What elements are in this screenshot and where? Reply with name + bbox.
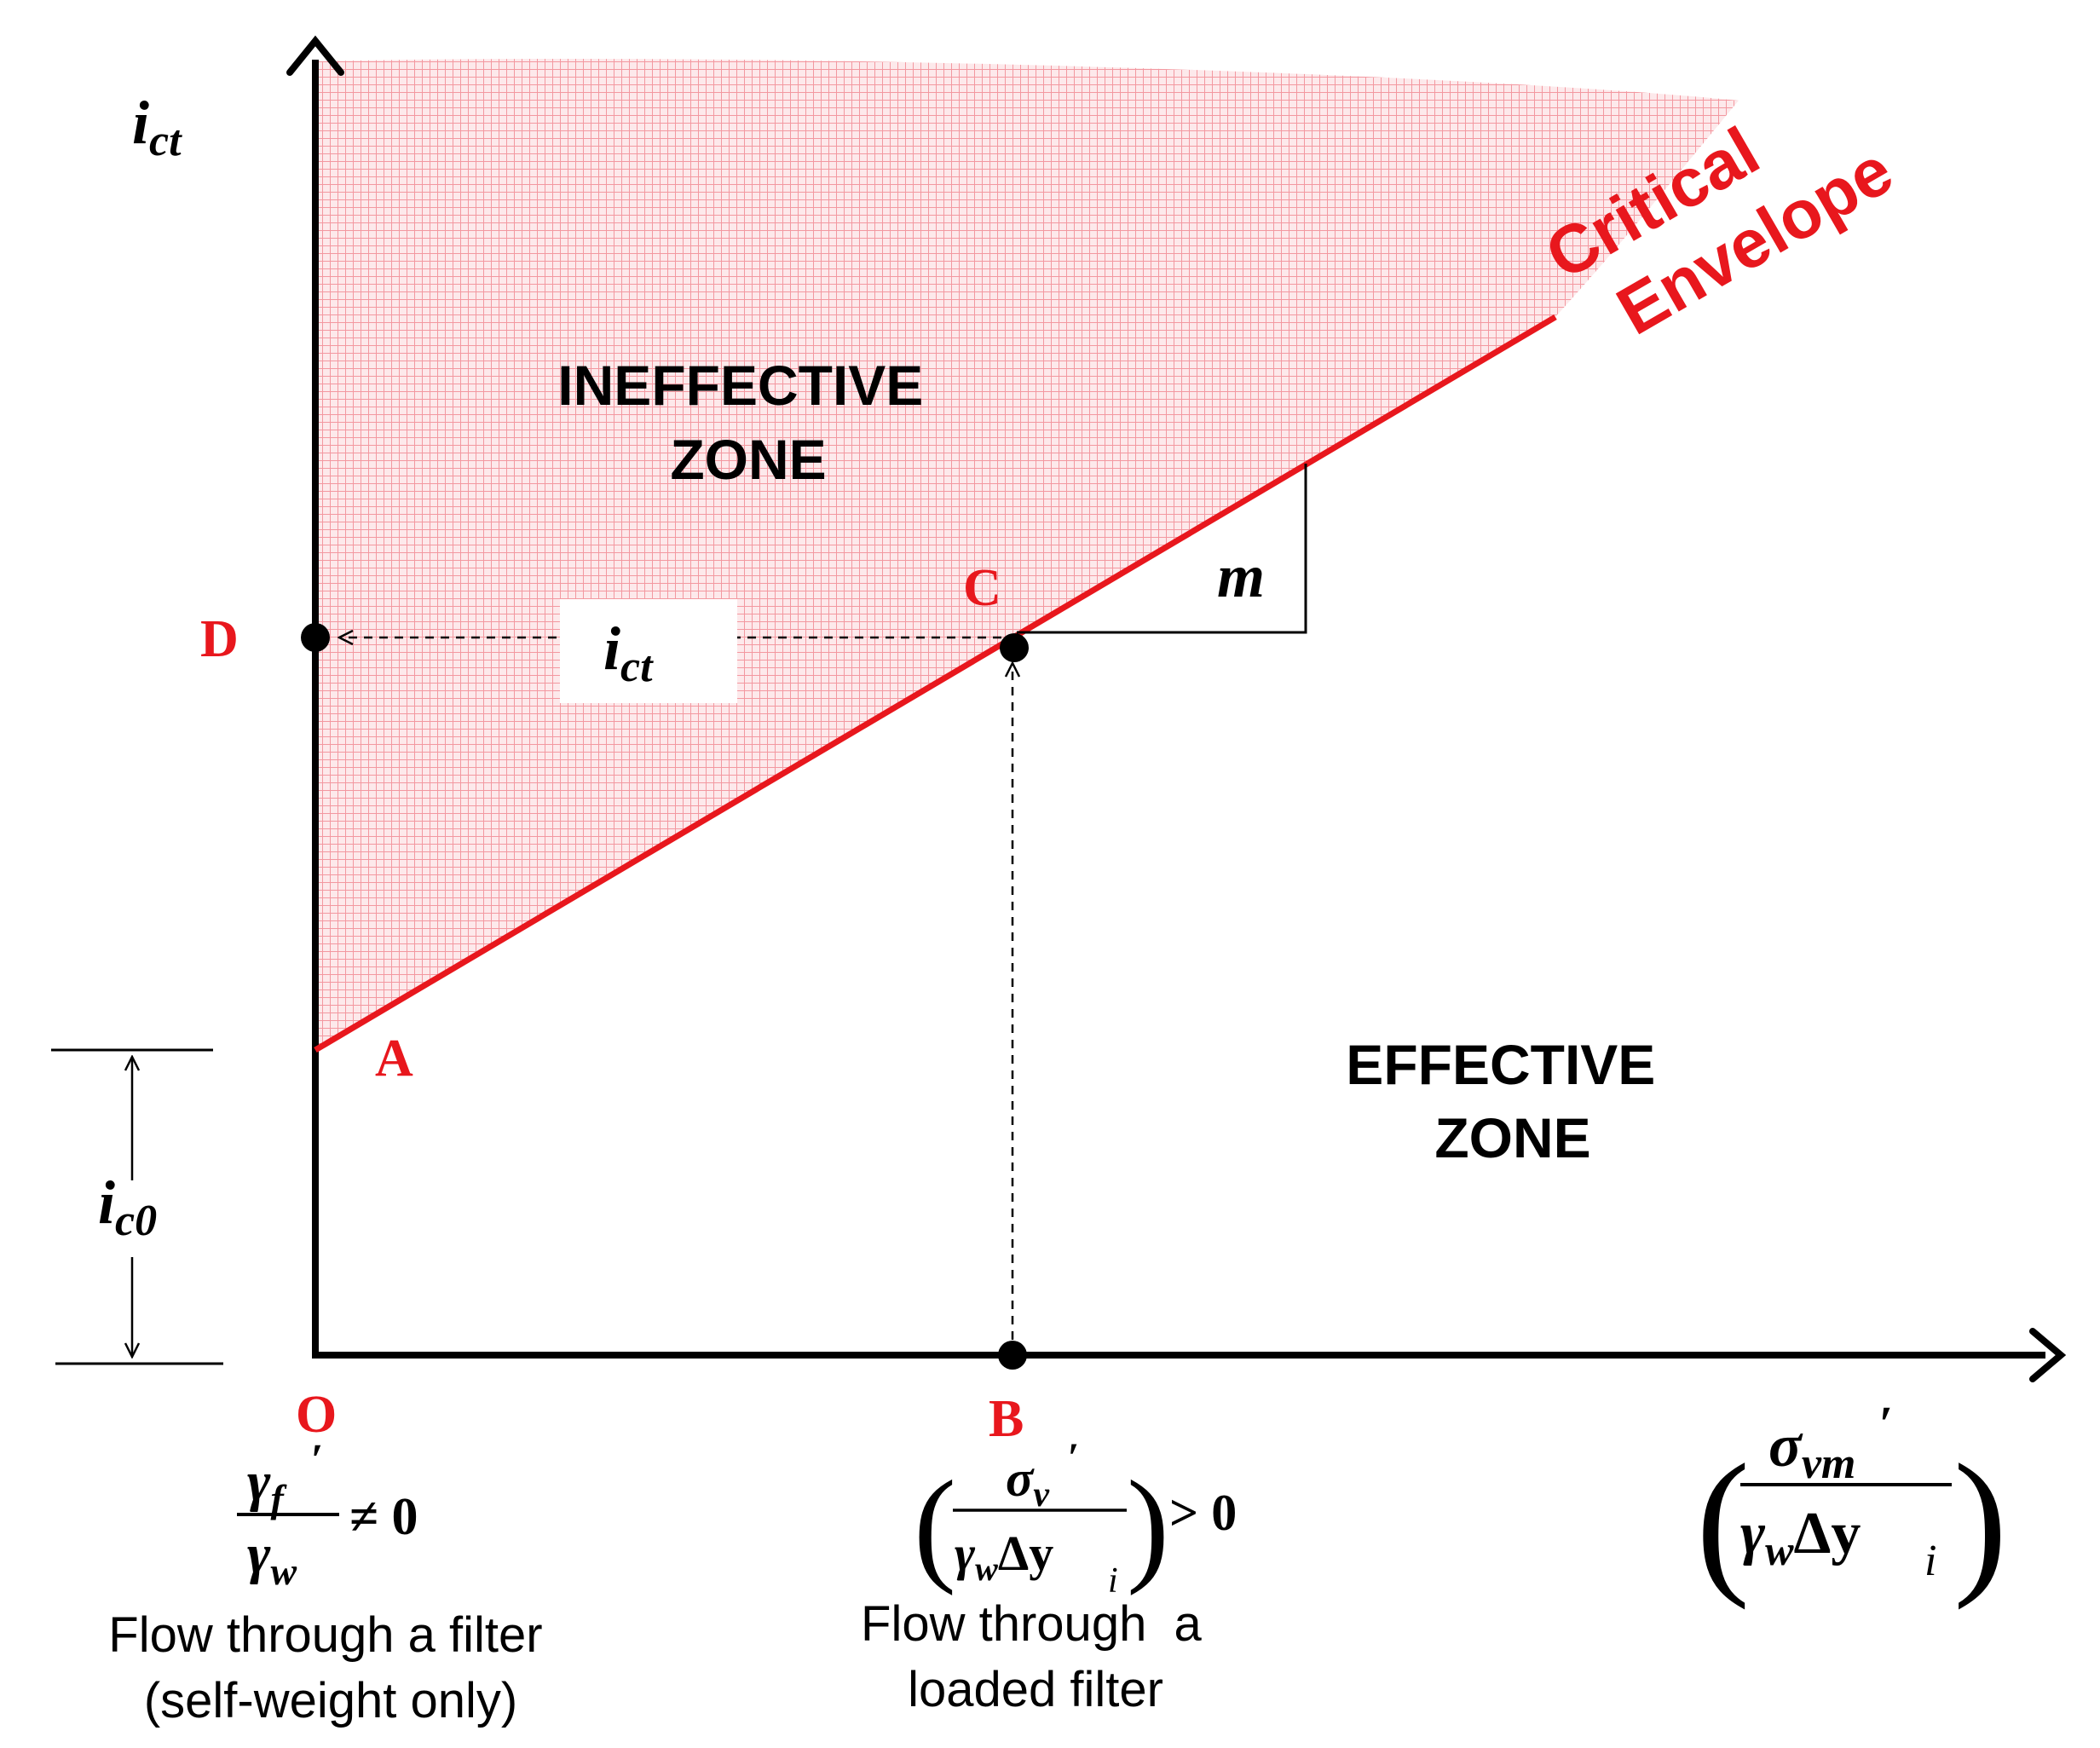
b-formula: ( σv ′ γwΔy i ) > 0 bbox=[914, 1435, 1237, 1601]
svg-text:γwΔy: γwΔy bbox=[955, 1526, 1053, 1588]
effective-zone-label: EFFECTIVE ZONE bbox=[1346, 1033, 1670, 1169]
b-formula-left-paren: ( bbox=[914, 1455, 956, 1596]
b-formula-relation: > 0 bbox=[1169, 1485, 1237, 1541]
b-formula-right-paren: ) bbox=[1127, 1455, 1169, 1596]
svg-text:γf: γf bbox=[247, 1451, 287, 1520]
svg-text:σv: σv bbox=[1006, 1451, 1050, 1514]
ineffective-zone-fill bbox=[315, 58, 1739, 1053]
slope-triangle bbox=[1017, 464, 1307, 634]
point-b-marker bbox=[998, 1341, 1027, 1370]
origin-formula-prime: ′ bbox=[311, 1436, 324, 1485]
svg-text:γwΔy: γwΔy bbox=[1740, 1501, 1861, 1574]
svg-text:σvm: σvm bbox=[1768, 1411, 1855, 1488]
b-formula-prime: ′ bbox=[1068, 1435, 1080, 1480]
origin-formula-relation: ≠ 0 bbox=[349, 1488, 418, 1546]
x-axis-label-outer-subscript: i bbox=[1924, 1537, 1936, 1585]
point-d-marker bbox=[301, 623, 330, 652]
point-c-label: C bbox=[963, 559, 1001, 617]
ict-arrow-label: ict bbox=[603, 614, 654, 691]
ict-label-box bbox=[560, 599, 737, 703]
y-axis-arrowhead bbox=[286, 35, 344, 76]
x-axis-label: ( σvm ′ γwΔy i ) bbox=[1696, 1396, 2007, 1611]
critical-envelope-line bbox=[314, 314, 1557, 1053]
x-axis-label-right-paren: ) bbox=[1953, 1432, 2007, 1611]
y-axis-label: ict bbox=[132, 89, 182, 165]
b-formula-outer-subscript: i bbox=[1108, 1561, 1118, 1601]
ineffective-zone-label: INEFFECTIVE ZONE bbox=[557, 354, 938, 491]
b-caption: Flow through a loaded filter bbox=[861, 1596, 1215, 1717]
ic0-label: ic0 bbox=[98, 1168, 157, 1245]
x-axis-label-left-paren: ( bbox=[1696, 1432, 1750, 1611]
point-a-label: A bbox=[375, 1030, 413, 1087]
slope-label: m bbox=[1217, 542, 1265, 610]
x-axis-label-prime: ′ bbox=[1879, 1396, 1893, 1451]
origin-formula: γf ′ γw ≠ 0 bbox=[237, 1436, 418, 1593]
x-axis-arrowhead bbox=[2029, 1328, 2067, 1382]
svg-text:γw: γw bbox=[247, 1523, 297, 1593]
point-o-label: O bbox=[296, 1386, 337, 1444]
point-d-label: D bbox=[200, 610, 239, 668]
point-c-marker bbox=[1000, 633, 1029, 662]
point-b-label: B bbox=[989, 1390, 1024, 1448]
origin-caption: Flow through a filter (self-weight only) bbox=[108, 1607, 556, 1728]
